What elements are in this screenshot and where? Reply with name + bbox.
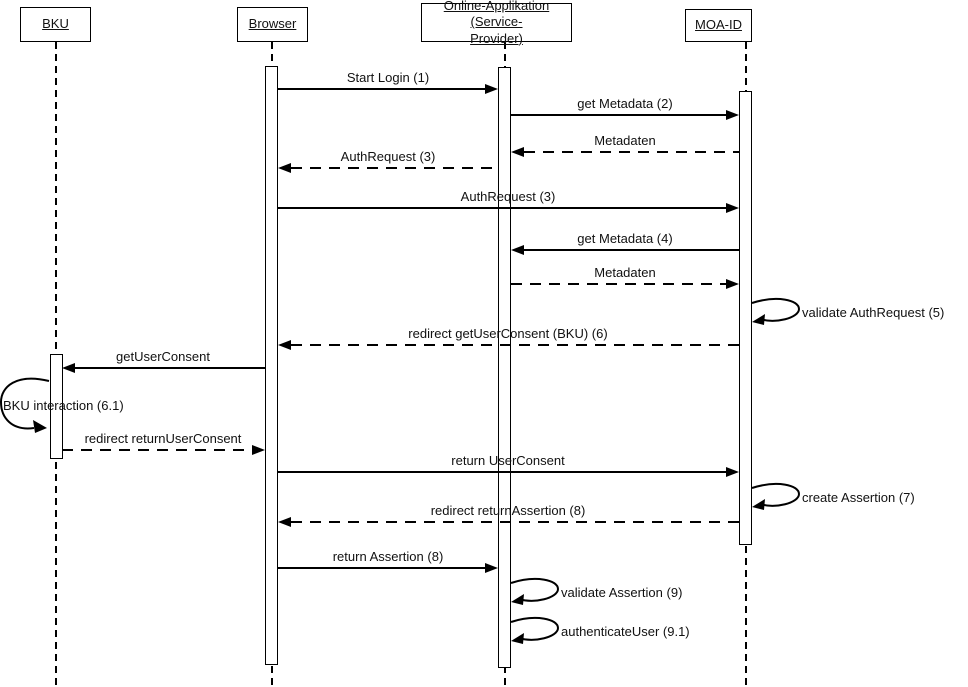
message-line — [511, 283, 727, 285]
message-label: validate AuthRequest (5) — [802, 305, 945, 320]
activation-bku — [50, 354, 63, 459]
arrowhead-left-icon — [511, 147, 524, 157]
message-label: redirect returnAssertion (8) — [430, 503, 586, 518]
actor-moa-id-label: MOA-ID — [695, 17, 742, 33]
actor-bku-label: BKU — [42, 16, 69, 32]
arrowhead-right-icon — [252, 445, 265, 455]
message-line — [278, 471, 727, 473]
message-label: redirect getUserConsent (BKU) (6) — [408, 326, 608, 341]
arrowhead-right-icon — [485, 84, 498, 94]
message-label: AuthRequest (3) — [340, 149, 436, 164]
message-label: create Assertion (7) — [802, 490, 915, 505]
message-label: return Assertion (8) — [332, 549, 444, 564]
actor-bku: BKU — [20, 7, 91, 42]
activation-moa-id — [739, 91, 752, 545]
message-line — [511, 114, 727, 116]
self-loop — [510, 617, 560, 644]
activation-online-applikation — [498, 67, 511, 668]
activation-browser — [265, 66, 278, 665]
actor-browser: Browser — [237, 7, 308, 42]
message-label: get Metadata (4) — [577, 231, 673, 246]
actor-moa-id: MOA-ID — [685, 9, 752, 42]
self-loop — [510, 578, 560, 605]
message-line — [278, 567, 486, 569]
message-label: getUserConsent — [116, 349, 210, 364]
arrowhead-right-icon — [726, 467, 739, 477]
message-line — [291, 344, 739, 346]
arrowhead-right-icon — [726, 110, 739, 120]
message-label: Start Login (1) — [346, 70, 430, 85]
message-line — [75, 367, 265, 369]
actor-browser-label: Browser — [248, 16, 297, 32]
message-line — [291, 521, 739, 523]
message-line — [278, 207, 727, 209]
arrowhead-left-icon — [511, 245, 524, 255]
message-label: validate Assertion (9) — [561, 585, 683, 600]
message-label: redirect returnUserConsent — [84, 431, 242, 446]
arrowhead-left-icon — [278, 163, 291, 173]
self-loop — [751, 298, 801, 325]
actor-online-applikation-label: Online-Applikation (Service-Provider) — [443, 0, 550, 46]
message-label: return UserConsent — [451, 453, 565, 468]
self-loop — [0, 377, 50, 433]
actor-online-applikation: Online-Applikation (Service-Provider) — [421, 0, 572, 46]
arrowhead-left-icon — [62, 363, 75, 373]
message-line — [62, 449, 253, 451]
message-line — [524, 249, 739, 251]
message-label: get Metadata (2) — [577, 96, 673, 111]
message-label: Metadaten — [594, 133, 656, 148]
arrowhead-left-icon — [278, 340, 291, 350]
message-line — [524, 151, 739, 153]
message-label: authenticateUser (9.1) — [561, 624, 690, 639]
message-line — [278, 88, 486, 90]
message-label: AuthRequest (3) — [460, 189, 556, 204]
arrowhead-left-icon — [278, 517, 291, 527]
arrowhead-right-icon — [726, 279, 739, 289]
message-label: Metadaten — [594, 265, 656, 280]
message-label: BKU interaction (6.1) — [3, 398, 124, 413]
arrowhead-right-icon — [726, 203, 739, 213]
message-line — [291, 167, 498, 169]
self-loop — [751, 483, 801, 510]
arrowhead-right-icon — [485, 563, 498, 573]
